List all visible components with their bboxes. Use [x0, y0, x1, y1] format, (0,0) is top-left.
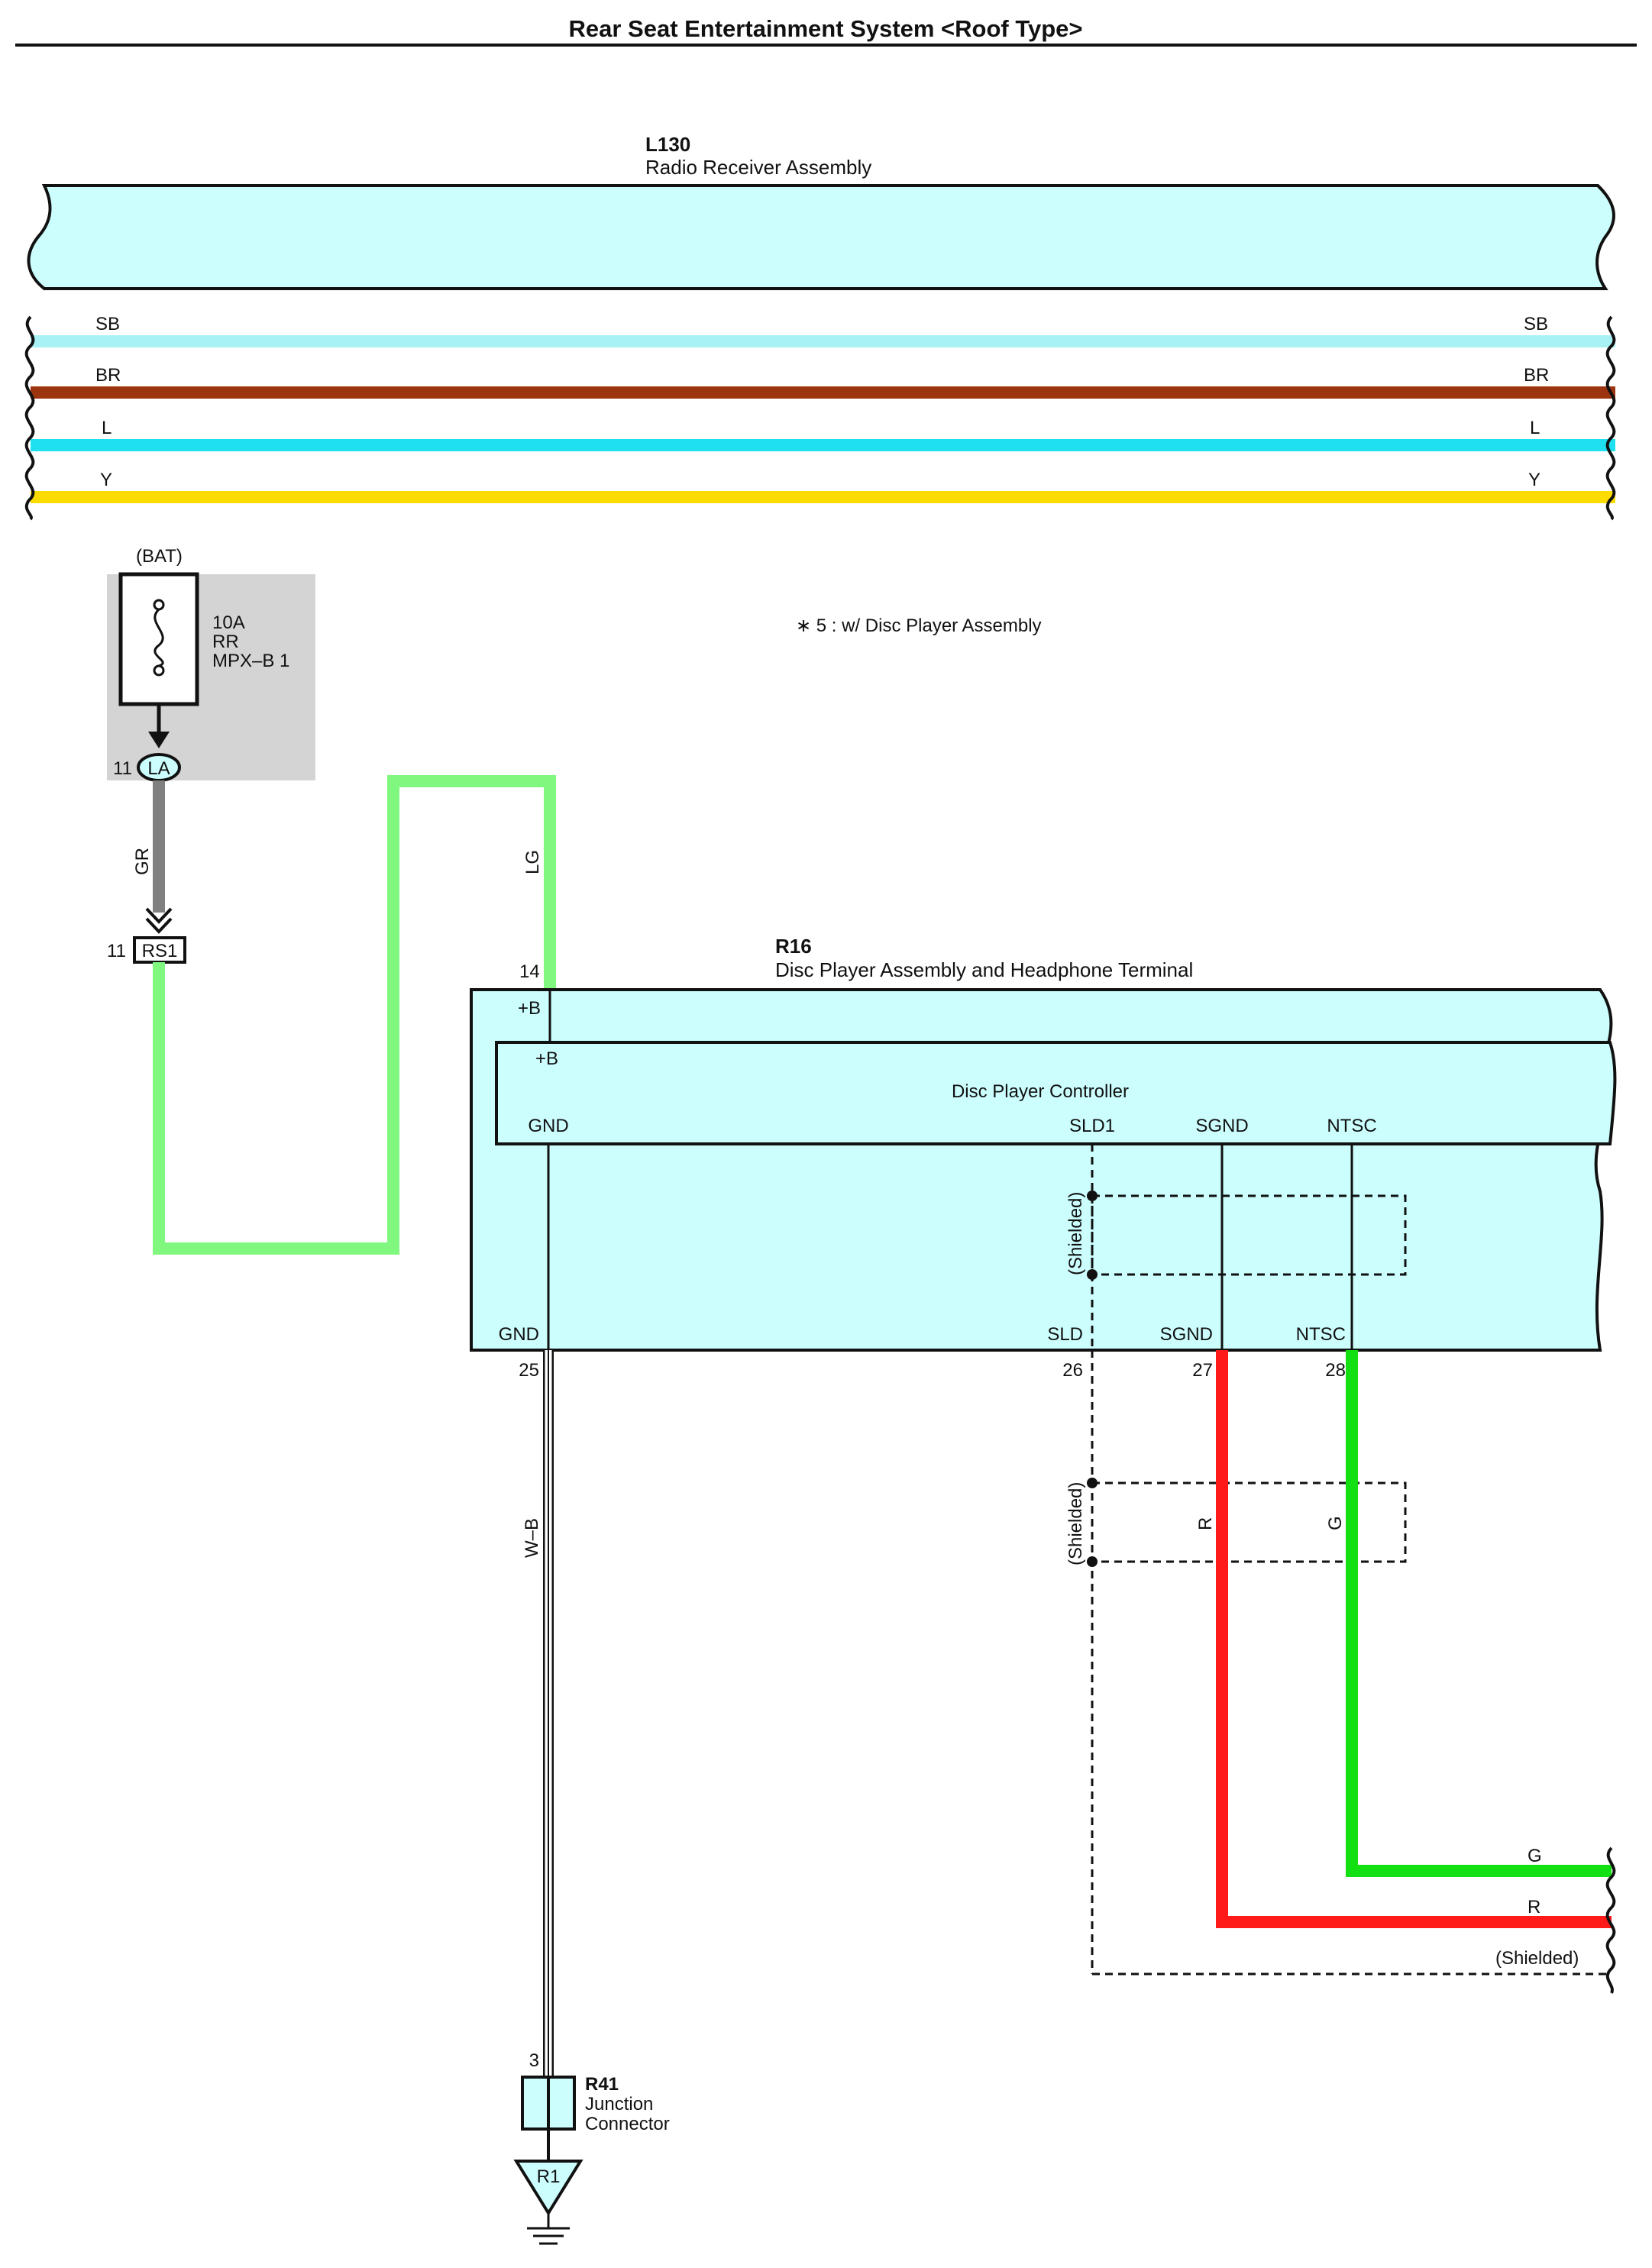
harness-wire-y: Y Y: [31, 470, 1615, 503]
radio-receiver-name: Radio Receiver Assembly: [645, 156, 871, 179]
wire-g-label: G: [1528, 1846, 1542, 1866]
wire-r-label: R: [1528, 1897, 1540, 1917]
connector-rs1-code: RS1: [142, 941, 178, 961]
pin-sld-label: SLD: [1047, 1324, 1083, 1345]
shielded-label-lower: (Shielded): [1065, 1482, 1086, 1565]
ground-icon: [527, 2213, 570, 2245]
internal-shield-dot-top: [1087, 1191, 1098, 1201]
pin-sgnd-label: SGND: [1160, 1324, 1213, 1345]
wire-l-label-left: L: [102, 418, 112, 438]
wire-y-label-right: Y: [1528, 470, 1540, 490]
connector-rs1: [133, 936, 186, 964]
fuse-icon: [153, 599, 165, 677]
junction-code: R41: [585, 2074, 619, 2095]
page-title: Rear Seat Entertainment System <Roof Typ…: [568, 15, 1082, 42]
wire-br-label-right: BR: [1524, 365, 1549, 386]
battery-source-label: (BAT): [136, 546, 183, 567]
fuse-name-1: RR: [212, 632, 239, 652]
controller-b-label: +B: [535, 1048, 558, 1069]
fuse-rating: 10A: [212, 612, 245, 633]
shield-box-lower: [1091, 1481, 1407, 1563]
connector-rs1-pin: 11: [107, 941, 126, 961]
wire-g: [1346, 1350, 1612, 1877]
harness-wire-sb: SB SB: [31, 314, 1615, 347]
controller-box: [495, 1041, 1617, 1145]
shielded-label-bottom: (Shielded): [1495, 1948, 1579, 1969]
disc-player-outer-b-label: +B: [518, 998, 541, 1019]
wire-wb-label: W–B: [522, 1518, 542, 1558]
disc-player-code: R16: [775, 935, 812, 958]
internal-shield-box: [1091, 1194, 1407, 1276]
radio-receiver-code: L130: [645, 133, 690, 156]
fuse-box: [118, 572, 199, 706]
controller-gnd-label: GND: [528, 1116, 568, 1136]
junction-name-line2: Connector: [585, 2114, 670, 2134]
disc-player-name: Disc Player Assembly and Headphone Termi…: [775, 958, 1193, 981]
harness-wire-l: L L: [31, 418, 1615, 451]
pin-sgnd-number: 27: [1192, 1360, 1213, 1381]
internal-shielded-label: (Shielded): [1065, 1192, 1086, 1275]
pin-sld-number: 26: [1062, 1360, 1083, 1381]
wire-lg: [153, 775, 556, 1255]
pin-ntsc-label: NTSC: [1296, 1324, 1346, 1345]
internal-shield-dot-bottom: [1087, 1269, 1098, 1280]
wire-sb-label-right: SB: [1524, 314, 1548, 334]
pin-gnd-number: 25: [519, 1360, 539, 1381]
wire-gr-label: GR: [132, 848, 153, 875]
harness-wire-br: BR BR: [31, 365, 1615, 399]
connector-rs1-chevron-icon: [145, 907, 173, 934]
connector-la-pin: 11: [113, 758, 132, 779]
wire-lg-label: LG: [522, 850, 543, 874]
pin-ntsc-number: 28: [1325, 1360, 1346, 1381]
connector-la-arrow-icon: [148, 732, 170, 748]
ground-triangle: [513, 2160, 584, 2216]
controller-sgnd-label: SGND: [1195, 1116, 1248, 1136]
harness-break-right: [1605, 315, 1616, 521]
wire-l-label-right: L: [1530, 418, 1540, 438]
ground-code: R1: [537, 2166, 561, 2187]
wire-br-label-left: BR: [95, 365, 121, 386]
connector-la-code: LA: [147, 758, 170, 779]
controller-ntsc-label: NTSC: [1327, 1116, 1376, 1136]
pin-gnd-label: GND: [499, 1324, 539, 1345]
controller-name: Disc Player Controller: [952, 1081, 1129, 1102]
wire-sb-label-left: SB: [95, 314, 120, 334]
wire-g-label-vertical: G: [1325, 1516, 1346, 1530]
wire-r-label-vertical: R: [1195, 1517, 1216, 1530]
signal-break-right: [1605, 1846, 1616, 1994]
disc-player-pin-b-number: 14: [519, 961, 540, 982]
junction-pin: 3: [529, 2050, 539, 2071]
wire-y-label-left: Y: [100, 470, 112, 490]
fuse-name-2: MPX–B 1: [212, 651, 289, 671]
shield-dot-bottom: [1087, 1556, 1098, 1567]
note-text: ∗ 5 : w/ Disc Player Assembly: [796, 615, 1042, 636]
radio-receiver-box: [27, 184, 1615, 290]
controller-sld1-label: SLD1: [1069, 1116, 1115, 1136]
wire-r: [1216, 1350, 1612, 1928]
shield-dot-top: [1087, 1478, 1098, 1488]
junction-name-line1: Junction: [585, 2094, 653, 2115]
harness-break-left: [24, 315, 35, 521]
